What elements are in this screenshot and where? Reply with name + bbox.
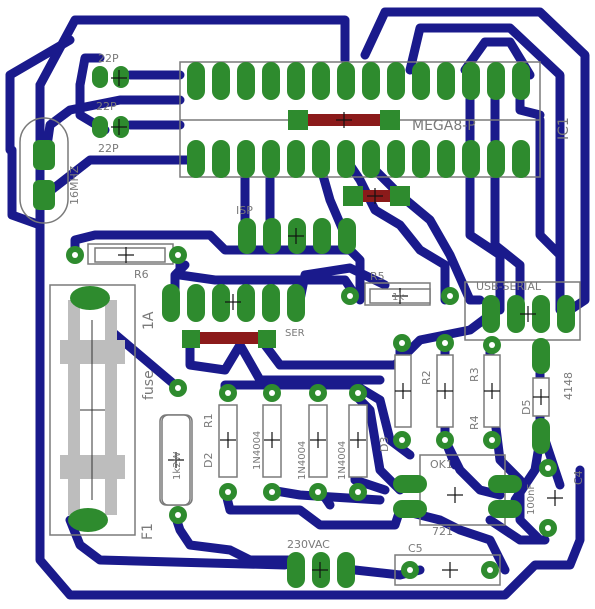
label-r5-value: 1k <box>392 292 404 303</box>
label-c4-value: 100nF <box>526 484 537 515</box>
label-r3: R3 <box>468 367 481 382</box>
label-mains: 230VAC <box>287 538 330 551</box>
label-f1: F1 <box>140 523 156 540</box>
label-d3-value: 1N4004 <box>297 441 308 480</box>
label-r1: R1 <box>202 413 215 428</box>
label-ok1: OK1 <box>430 458 453 471</box>
label-r4: R4 <box>468 415 481 430</box>
fuse-body <box>60 300 125 515</box>
label-d3b-value: 1N4004 <box>337 441 348 480</box>
label-opto: 721 <box>432 525 453 538</box>
label-c5: C5 <box>408 542 423 555</box>
label-22p-top: 22P <box>98 52 119 65</box>
pad-holes <box>72 252 551 573</box>
label-isp: ISP <box>236 204 253 217</box>
label-r5: R5 <box>370 270 385 283</box>
label-22p-bottom: 22P <box>98 142 119 155</box>
label-crystal: 16MHZ <box>68 165 81 205</box>
label-fuse: fuse <box>141 370 157 400</box>
label-ser: SER <box>285 328 305 339</box>
label-22p-mid: 22P <box>96 100 117 113</box>
label-mcu: MEGA8-P <box>412 118 476 134</box>
label-d3: D3 <box>378 437 391 452</box>
label-d2: D2 <box>202 453 215 468</box>
label-d5-value: 4148 <box>562 372 575 400</box>
label-c4: C4 <box>572 470 585 485</box>
label-r2: R2 <box>420 370 433 385</box>
silk-labels: 22P 22P 22P 16MHZ MEGA8-P IC1 ISP R6 R5 … <box>68 52 585 555</box>
label-r6: R6 <box>134 268 149 281</box>
label-d2-value: 1N4004 <box>252 431 263 470</box>
label-ic1: IC1 <box>556 117 572 140</box>
crosshair-marks <box>111 70 563 578</box>
label-fuse-rating: 1A <box>141 311 157 330</box>
label-d5: D5 <box>520 400 533 415</box>
label-usb-serial: USB-SERIAL <box>476 280 542 293</box>
label-r1-value: 1k2W <box>172 451 183 480</box>
